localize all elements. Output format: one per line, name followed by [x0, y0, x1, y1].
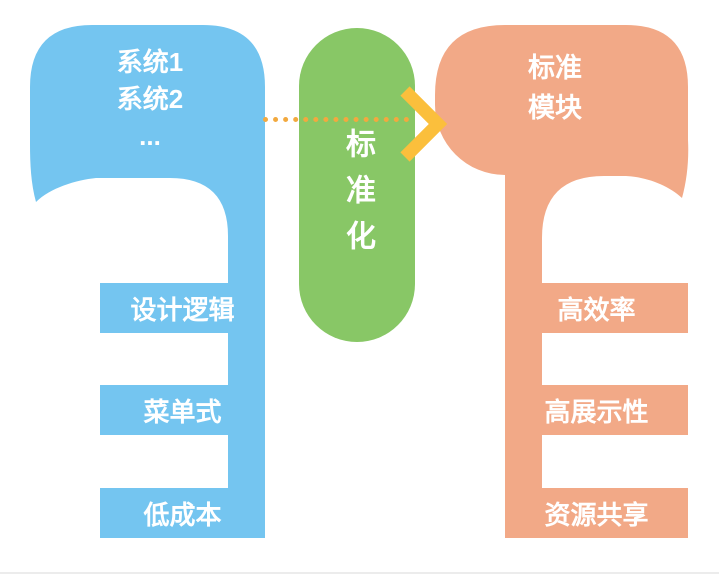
left-item-2: 菜单式 — [100, 385, 265, 435]
chevron-right-icon — [400, 86, 448, 162]
center-capsule-label: 标准化 — [341, 128, 374, 266]
right-bubble-text: 标准 模块 — [470, 48, 640, 128]
bottom-border-line — [0, 572, 719, 574]
right-bubble-line: 标准 — [528, 53, 582, 83]
right-item-2: 高展示性 — [505, 385, 688, 435]
left-item-1: 设计逻辑 — [100, 283, 265, 333]
right-item-1: 高效率 — [505, 283, 688, 333]
right-bubble-line: 模块 — [528, 93, 582, 123]
left-bubble-line: 系统2 — [116, 84, 184, 114]
center-capsule: 标准化 — [299, 28, 415, 342]
left-bubble-line: ... — [139, 121, 161, 151]
left-bubble-text: 系统1 系统2 ... — [55, 44, 245, 155]
right-item-3: 资源共享 — [505, 488, 688, 538]
left-bubble-line: 系统1 — [116, 47, 184, 77]
dotted-connector-line — [263, 117, 409, 122]
right-bubble-shape — [435, 25, 689, 512]
left-bubble-shape — [30, 25, 265, 512]
left-item-3: 低成本 — [100, 488, 265, 538]
